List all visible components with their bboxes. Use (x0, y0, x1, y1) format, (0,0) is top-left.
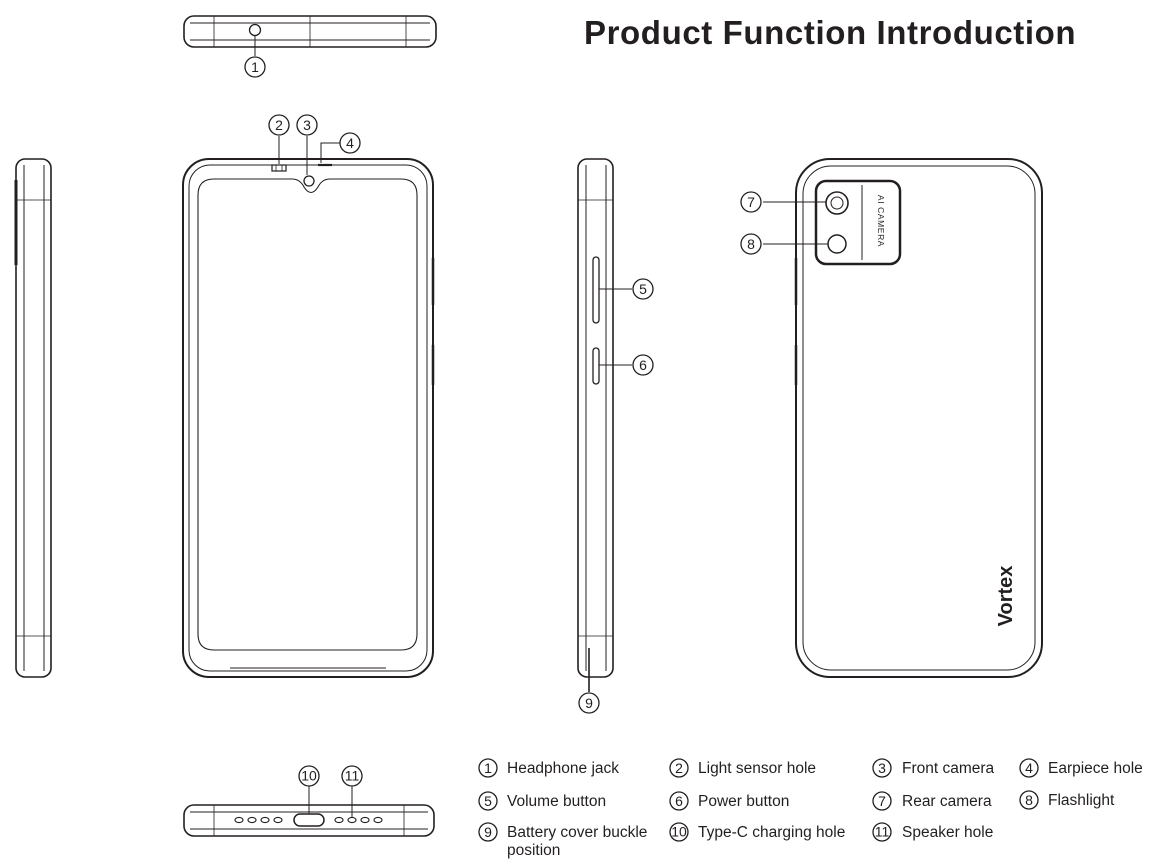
legend-item-7: 7 Rear camera (872, 791, 992, 811)
page-title: Product Function Introduction (584, 14, 1076, 51)
bottom-view (183, 786, 435, 837)
legend-item-4: 4 Earpiece hole (1019, 758, 1143, 778)
callout-2: 2 (268, 114, 290, 136)
legend-7-label: Rear camera (902, 793, 992, 810)
left-side-view (14, 158, 52, 678)
legend-10-number: 10 (671, 824, 687, 840)
legend-item-8: 8 Flashlight (1019, 790, 1115, 810)
back-view: AI CAMERA Vortex (763, 158, 1043, 678)
right-side-view (577, 158, 632, 692)
callout-9: 9 (578, 692, 600, 714)
legend-1-number: 1 (484, 760, 492, 776)
legend-5-label: Volume button (507, 793, 606, 810)
legend-5-number: 5 (484, 793, 492, 809)
callout-11: 11 (341, 765, 363, 787)
callout-11-number: 11 (345, 768, 360, 784)
legend-item-11: 11 Speaker hole (872, 822, 993, 842)
callout-1: 1 (244, 56, 266, 78)
screen-outline (197, 178, 418, 651)
legend-item-10: 10 Type-C charging hole (669, 822, 845, 842)
top-view (183, 15, 437, 56)
ai-camera-label: AI CAMERA (876, 195, 886, 247)
legend-3-label: Front camera (902, 760, 995, 777)
headphone-jack-shape (248, 23, 262, 37)
rear-camera-shape (825, 191, 849, 215)
speaker-holes-left (234, 816, 283, 824)
legend-3-number: 3 (878, 760, 886, 776)
front-view (182, 136, 435, 678)
callout-8-number: 8 (747, 236, 755, 252)
callout-2-number: 2 (275, 117, 283, 133)
legend-9-label-line2: position (507, 842, 560, 859)
legend-6-number: 6 (675, 793, 683, 809)
callout-10: 10 (298, 765, 320, 787)
speaker-holes-right (334, 816, 383, 824)
callout-4-number: 4 (346, 135, 354, 151)
legend-item-9: 9 Battery cover buckle position (478, 822, 647, 859)
legend-2-number: 2 (675, 760, 683, 776)
callout-7: 7 (740, 191, 762, 213)
legend-4-number: 4 (1025, 760, 1033, 776)
legend-6-label: Power button (698, 793, 789, 810)
volume-button-shape (592, 256, 600, 324)
callout-10-number: 10 (301, 768, 317, 784)
brand-logo: Vortex (995, 566, 1017, 627)
light-sensor-shape (271, 164, 287, 172)
legend-1-label: Headphone jack (507, 760, 619, 777)
legend: 1 Headphone jack 2 Light sensor hole 3 F… (478, 758, 1143, 859)
type-c-port-shape (293, 813, 325, 827)
legend-item-2: 2 Light sensor hole (669, 758, 816, 778)
callout-1-number: 1 (251, 59, 259, 75)
legend-8-label: Flashlight (1048, 792, 1115, 809)
legend-item-1: 1 Headphone jack (478, 758, 619, 778)
callout-3: 3 (296, 114, 318, 136)
callout-5: 5 (632, 278, 654, 300)
callout-9-number: 9 (585, 695, 593, 711)
callout-4: 4 (339, 132, 361, 154)
camera-module (814, 179, 902, 266)
legend-11-label: Speaker hole (902, 824, 993, 841)
legend-item-5: 5 Volume button (478, 791, 606, 811)
legend-8-number: 8 (1025, 792, 1033, 808)
legend-2-label: Light sensor hole (698, 760, 816, 777)
legend-4-label: Earpiece hole (1048, 760, 1143, 777)
callout-6-number: 6 (639, 357, 647, 373)
legend-9-label: Battery cover buckle (507, 824, 647, 841)
callout-3-number: 3 (303, 117, 311, 133)
legend-9-number: 9 (484, 824, 492, 840)
callout-8: 8 (740, 233, 762, 255)
legend-11-number: 11 (875, 824, 890, 840)
front-camera-shape (303, 175, 315, 187)
legend-7-number: 7 (878, 793, 886, 809)
legend-item-3: 3 Front camera (872, 758, 995, 778)
power-button-shape (592, 347, 600, 385)
legend-10-label: Type-C charging hole (698, 824, 845, 841)
flashlight-shape (827, 234, 847, 254)
callout-7-number: 7 (747, 194, 755, 210)
callout-6: 6 (632, 354, 654, 376)
legend-item-6: 6 Power button (669, 791, 789, 811)
callout-5-number: 5 (639, 281, 647, 297)
